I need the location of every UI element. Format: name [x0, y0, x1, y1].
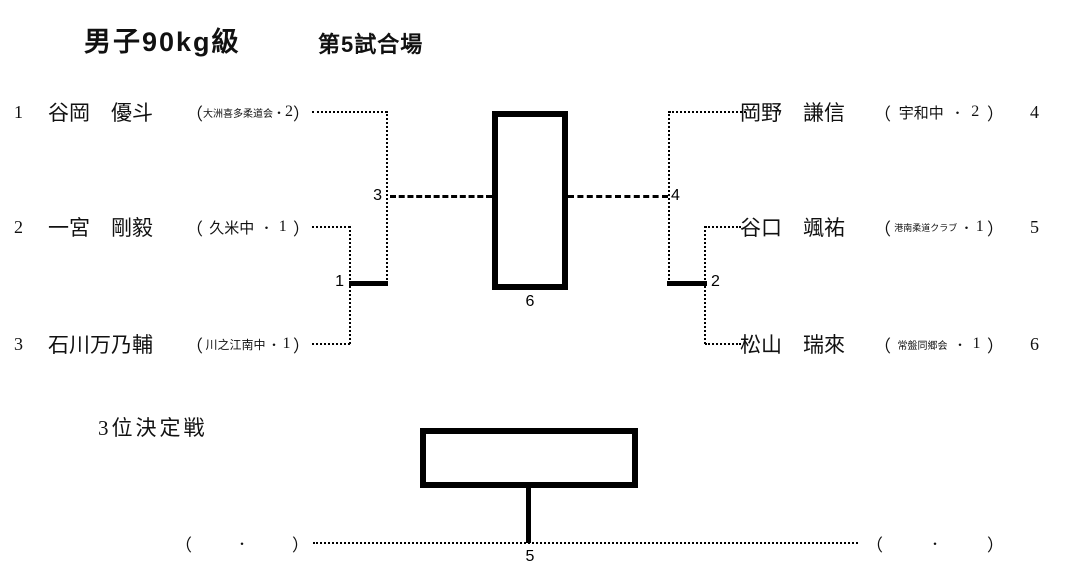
club-group: （ 久米中 ・ 1 ） — [186, 213, 310, 241]
seed-number: 1 — [14, 101, 23, 122]
match5-number: 5 — [525, 548, 535, 565]
open-paren: （ — [874, 336, 891, 356]
open-paren: （ — [874, 104, 891, 124]
club-name: 宇和中 — [898, 105, 944, 122]
seed-number: 2 — [14, 216, 23, 237]
player-name: 石川万乃輔 — [48, 333, 153, 357]
player-row-2: 2 一宮 剛毅 （ 久米中 ・ 1 ） — [14, 213, 310, 241]
semifinal-dash-right — [568, 195, 668, 198]
club-group: （ 川之江南中 ・ 1 ） — [186, 330, 310, 358]
match2-winner-line — [667, 281, 707, 286]
p4-leader-line — [669, 111, 746, 113]
match2-pair-connector — [704, 226, 706, 344]
open-paren: （ — [874, 219, 891, 239]
club-name: 川之江南中 — [205, 337, 266, 352]
club-name: 大洲喜多柔道会 — [203, 108, 273, 120]
semifinal-dash-left — [390, 195, 492, 198]
open-paren: （ — [186, 219, 203, 239]
player-name: 岡野 謙信 — [740, 101, 845, 125]
match3-number: 3 — [373, 187, 382, 204]
close-paren: ） — [986, 535, 1004, 555]
close-paren: ） — [986, 104, 1004, 124]
club-group: （ 大洲喜多柔道会 ・ 2 ） — [186, 98, 310, 126]
player-row-3: 3 石川万乃輔 （ 川之江南中 ・ 1 ） — [14, 330, 310, 358]
p3-leader-line — [312, 343, 350, 345]
third-place-left-slot: （ ・ ） — [175, 530, 309, 556]
grade: 1 — [282, 335, 291, 352]
seed-number: 6 — [1030, 333, 1039, 354]
club-group: （ 常盤同郷会 ・ 1 ） — [874, 330, 1004, 358]
p6-leader-line — [705, 343, 741, 345]
close-paren: ） — [292, 336, 310, 356]
third-place-title: 3位決定戦 — [98, 416, 208, 440]
seed-number: 5 — [1030, 216, 1039, 237]
match4-number: 4 — [671, 187, 680, 204]
close-paren: ） — [986, 219, 1004, 239]
player-row-5: 谷口 颯祐 （ 港南柔道クラブ ・ 1 ） 5 — [740, 213, 1039, 241]
p1-leader-line — [312, 111, 387, 113]
separator-dot: ・ — [267, 337, 280, 352]
player-name: 松山 瑞來 — [740, 333, 845, 357]
club-group: （ 宇和中 ・ 2 ） — [874, 98, 1004, 126]
final-winner-box — [492, 111, 568, 290]
separator-dot: ・ — [235, 536, 248, 551]
player-name: 一宮 剛毅 — [48, 216, 153, 240]
club-name: 港南柔道クラブ — [894, 222, 958, 233]
open-paren: （ — [866, 535, 883, 555]
close-paren: ） — [986, 336, 1004, 356]
separator-dot: ・ — [928, 536, 941, 551]
club-group: （ 港南柔道クラブ ・ 1 ） — [874, 213, 1004, 241]
club-name: 久米中 — [209, 220, 255, 237]
separator-dot: ・ — [960, 220, 973, 235]
open-paren: （ — [186, 104, 203, 124]
open-paren: （ — [186, 336, 203, 356]
third-place-winner-box — [420, 428, 638, 488]
seed-number: 3 — [14, 333, 23, 354]
close-paren: ） — [291, 535, 309, 555]
close-paren: ） — [293, 104, 311, 124]
third-place-base-line — [313, 542, 858, 544]
grade: 2 — [971, 103, 980, 120]
player-name: 谷口 颯祐 — [740, 216, 845, 240]
club-name: 常盤同郷会 — [897, 340, 948, 352]
venue-label: 第5試合場 — [318, 32, 424, 57]
grade: 2 — [285, 103, 294, 120]
third-place-right-slot: （ ・ ） — [866, 530, 1004, 556]
grade: 1 — [975, 218, 984, 235]
grade: 1 — [278, 218, 287, 235]
left-semifinal-connector — [386, 111, 388, 284]
match6-number: 6 — [525, 293, 535, 310]
page-title: 男子90kg級 — [84, 27, 241, 57]
player-name: 谷岡 優斗 — [48, 101, 153, 125]
open-paren: （ — [175, 535, 192, 555]
p2-leader-line — [312, 226, 350, 228]
player-row-1: 1 谷岡 優斗 （ 大洲喜多柔道会 ・ 2 ） — [14, 98, 310, 126]
p5-leader-line — [705, 226, 741, 228]
separator-dot: ・ — [273, 105, 286, 120]
right-semifinal-connector — [668, 111, 670, 284]
third-place-stem-line — [526, 488, 531, 543]
match1-winner-line — [349, 281, 388, 286]
separator-dot: ・ — [260, 220, 273, 235]
close-paren: ） — [292, 219, 310, 239]
separator-dot: ・ — [953, 337, 966, 352]
seed-number: 4 — [1030, 101, 1039, 122]
grade: 1 — [972, 335, 981, 352]
player-row-6: 松山 瑞來 （ 常盤同郷会 ・ 1 ） 6 — [740, 330, 1039, 358]
player-row-4: 岡野 謙信 （ 宇和中 ・ 2 ） 4 — [740, 98, 1039, 126]
match2-number: 2 — [711, 273, 720, 290]
match1-number: 1 — [335, 273, 344, 290]
separator-dot: ・ — [951, 105, 964, 120]
